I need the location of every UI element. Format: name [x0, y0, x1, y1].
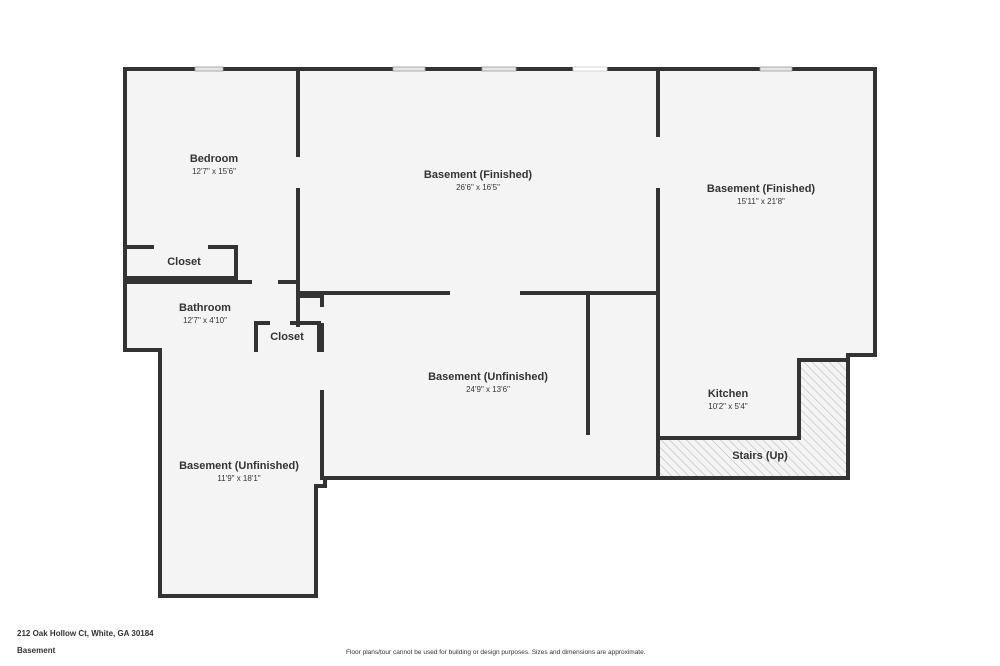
- room-kitchen-name: Kitchen: [708, 388, 749, 400]
- room-closet-2-name: Closet: [270, 331, 304, 343]
- room-bathroom-dims: 12'7" x 4'10": [183, 316, 227, 325]
- room-labels: Bedroom 12'7" x 15'6" Closet Basement (F…: [167, 153, 815, 483]
- floor-areas: [125, 69, 875, 596]
- room-basement-unf-2-name: Basement (Unfinished): [179, 460, 299, 472]
- lower-floor-area: [160, 350, 325, 596]
- window-bedroom: [194, 66, 224, 72]
- room-bedroom-dims: 12'7" x 15'6": [192, 167, 236, 176]
- room-basement-fin-1-dims: 26'6" x 16'5": [456, 183, 500, 192]
- room-basement-unf-2-dims: 11'9" x 18'1": [217, 474, 260, 483]
- walls: [123, 67, 877, 598]
- room-bathroom-name: Bathroom: [179, 302, 231, 314]
- windows: [194, 66, 793, 72]
- upper-floor-area: [125, 69, 875, 478]
- room-stairs-name: Stairs (Up): [732, 450, 788, 462]
- outer-wall: [123, 67, 877, 598]
- room-kitchen-dims: 10'2" x 5'4": [708, 402, 748, 411]
- floor-level: Basement: [17, 646, 56, 655]
- room-closet-1-name: Closet: [167, 256, 201, 268]
- property-address: 212 Oak Hollow Ct, White, GA 30184: [17, 629, 154, 638]
- room-basement-unf-1-dims: 24'9" x 13'6": [466, 385, 510, 394]
- room-basement-fin-2-name: Basement (Finished): [707, 183, 816, 195]
- window-basement-2: [481, 66, 517, 72]
- room-basement-fin-1-name: Basement (Finished): [424, 169, 533, 181]
- room-basement-unf-1-name: Basement (Unfinished): [428, 371, 548, 383]
- room-bedroom-name: Bedroom: [190, 153, 239, 165]
- room-basement-fin-2-dims: 15'11" x 21'8": [737, 197, 785, 206]
- window-basement-3: [572, 66, 608, 72]
- window-basement-1: [392, 66, 426, 72]
- disclaimer: Floor plans/tour cannot be used for buil…: [346, 649, 646, 656]
- window-basement-4: [759, 66, 793, 72]
